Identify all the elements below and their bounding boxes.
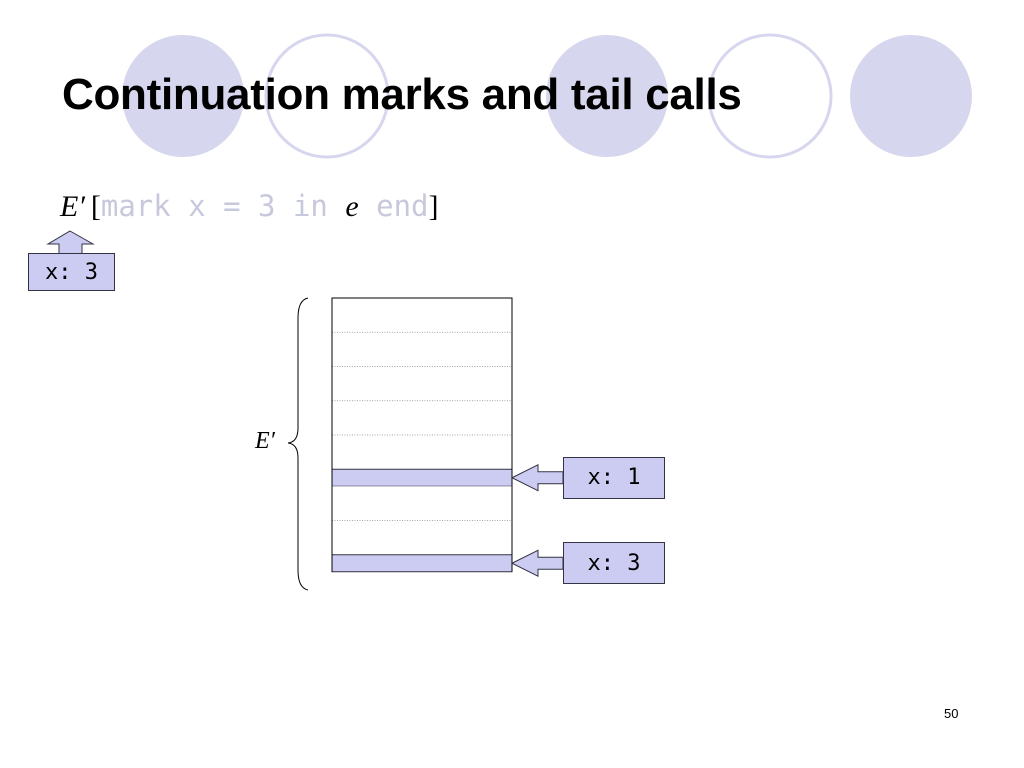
top-mark-box: x: 3 bbox=[28, 253, 115, 291]
stack-context-label: E′ bbox=[255, 428, 275, 454]
expr-var: e bbox=[345, 190, 359, 223]
stack-frame-mark bbox=[331, 554, 513, 573]
stack-frame bbox=[332, 400, 512, 435]
decor-circle-3 bbox=[850, 35, 972, 157]
decorative-circles bbox=[122, 33, 972, 159]
expr-context: E′ bbox=[60, 190, 85, 223]
page-number: 50 bbox=[944, 706, 959, 721]
expression: E′[mark x = 3 in e end] bbox=[60, 186, 439, 227]
mark-box-1: x: 1 bbox=[563, 456, 665, 499]
stack-outline bbox=[331, 297, 513, 572]
decor-circle-2 bbox=[546, 35, 668, 157]
expr-code-part1: mark x = 3 in bbox=[100, 189, 346, 223]
stack-frame bbox=[332, 332, 512, 367]
expr-code-part2: end bbox=[358, 189, 429, 223]
decor-ring-1 bbox=[264, 33, 390, 159]
left-arrow-icon bbox=[510, 463, 564, 492]
expr-open-bracket: [ bbox=[90, 190, 101, 223]
decor-circle-1 bbox=[122, 35, 244, 157]
stack-frame bbox=[332, 520, 512, 555]
up-arrow-icon bbox=[46, 230, 95, 255]
stack-frame bbox=[332, 298, 512, 333]
mark-box-2: x: 3 bbox=[563, 542, 665, 585]
stack-frame-mark bbox=[331, 468, 513, 487]
stack-frame bbox=[332, 486, 512, 521]
decor-ring-2 bbox=[707, 33, 833, 159]
left-arrow-icon bbox=[510, 549, 564, 578]
stack-frame bbox=[332, 435, 512, 470]
slide-title: Continuation marks and tail calls bbox=[62, 70, 742, 119]
brace-icon bbox=[287, 297, 309, 591]
expr-close-bracket: ] bbox=[428, 190, 439, 223]
stack-frame bbox=[332, 366, 512, 401]
